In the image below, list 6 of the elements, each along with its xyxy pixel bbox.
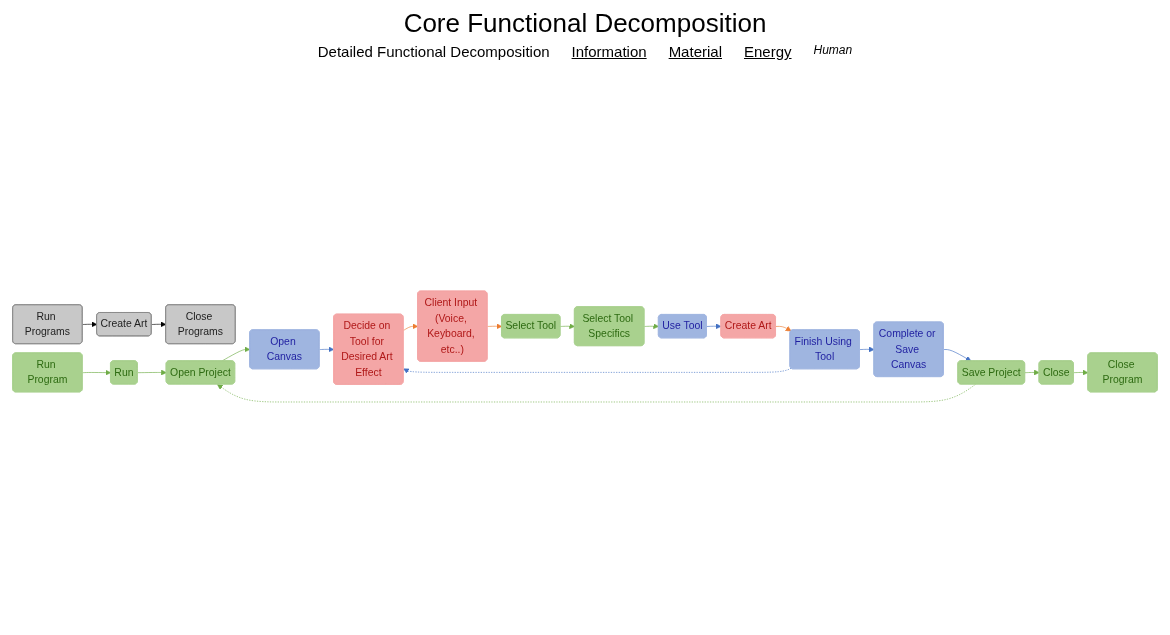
lane-label: Material: [668, 43, 722, 60]
diagram-title: Core Functional Decomposition: [402, 8, 768, 39]
lane-label: Human: [813, 43, 853, 59]
lane-label: Information: [571, 43, 647, 60]
lane-label: Energy: [744, 43, 792, 60]
section-heading: Detailed Functional Decomposition: [317, 43, 550, 60]
